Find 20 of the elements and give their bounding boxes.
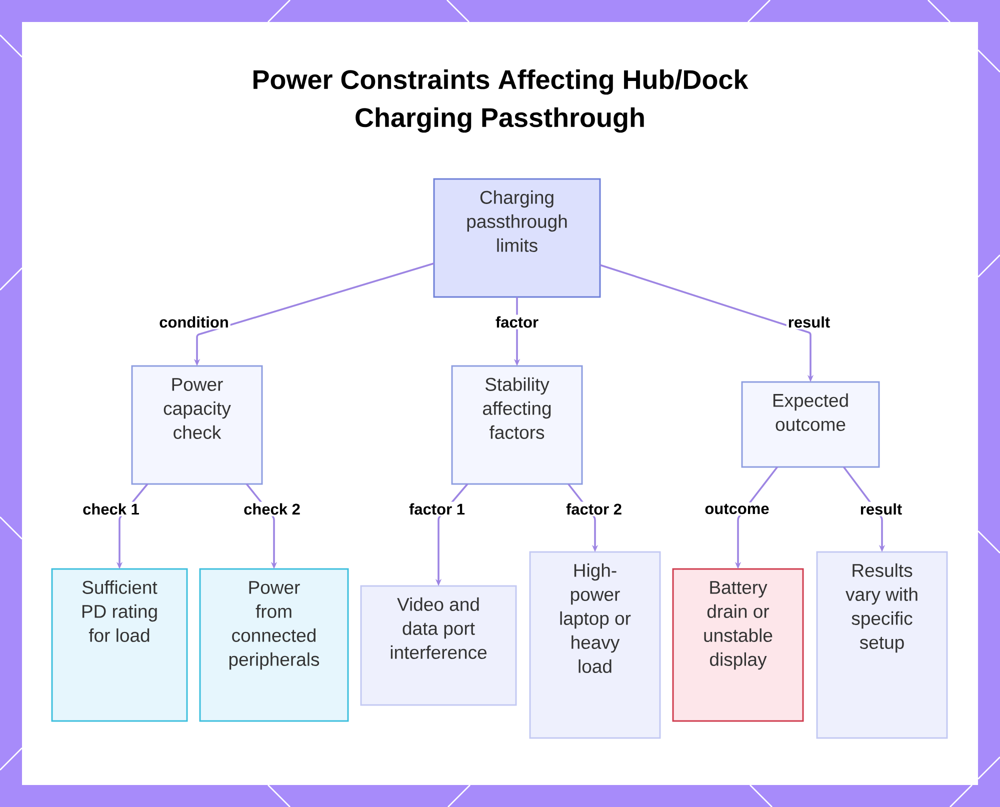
edge-label: outcome [703, 502, 771, 516]
text-box: Video and data port interference [360, 585, 517, 706]
text-box: Battery drain or unstable display [672, 568, 804, 722]
edge-label: check 2 [242, 502, 302, 516]
text-box: Results vary with specific setup [816, 551, 948, 739]
text-box: High-power laptop or heavy load [529, 551, 661, 739]
text-box: Expected outcome [741, 381, 880, 468]
title: Power Constraints Affecting Hub/Dock Charging Passthrough [254, 69, 748, 133]
edge-label: factor 2 [564, 502, 624, 516]
edge-label: factor [494, 314, 540, 330]
edge-label: check 1 [81, 502, 141, 516]
edge-label: condition [158, 314, 230, 330]
edge-label: result [786, 314, 832, 330]
text-box: Charging passthrough limits [433, 178, 601, 298]
text-box: Stability affecting factors [451, 365, 583, 485]
text-box: Power from connected peripherals [199, 568, 349, 722]
edge-label: result [858, 502, 904, 516]
edge-label: factor 1 [408, 502, 466, 516]
text-box: Sufficient PD rating for load [51, 568, 188, 722]
text-box: Power capacity check [131, 365, 263, 485]
